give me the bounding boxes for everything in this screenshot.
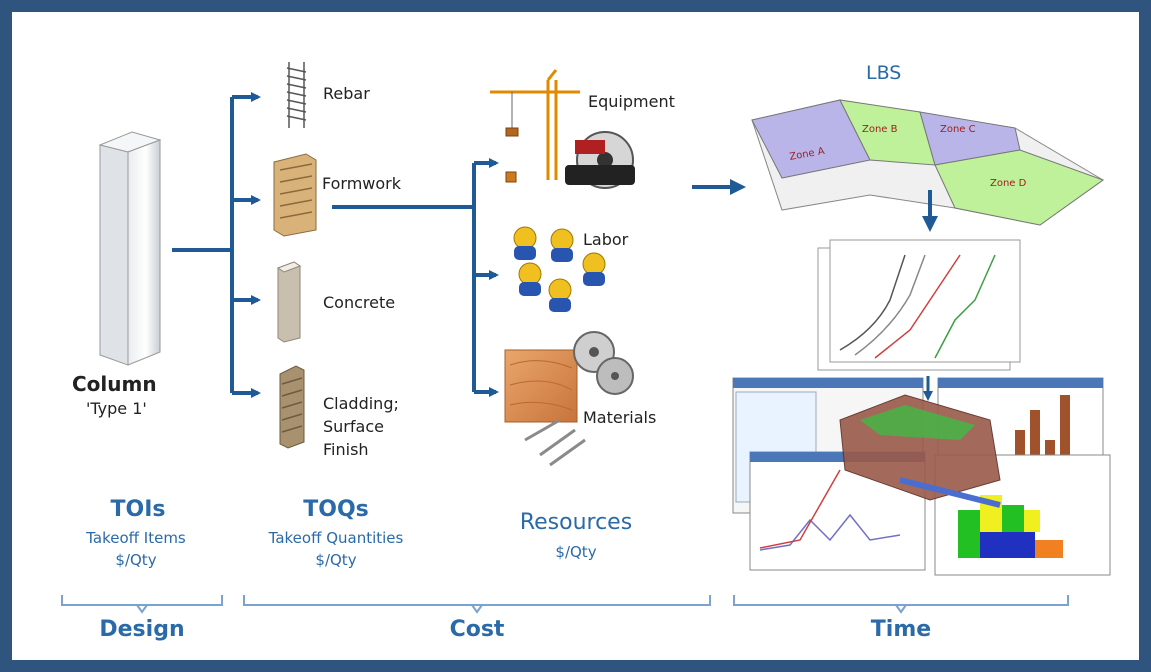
toqs-unit: $/Qty (315, 551, 357, 569)
item-rebar: Rebar (323, 84, 370, 103)
column-to-items-connector (172, 92, 261, 398)
circular-saw-icon (565, 131, 635, 189)
concrete-icon (276, 261, 302, 343)
item-finish: Finish (323, 440, 369, 459)
rebar-icon (286, 62, 307, 128)
formwork-icon (273, 153, 317, 237)
toqs-subtitle: Takeoff Quantities (268, 529, 404, 547)
item-formwork: Formwork (322, 174, 402, 193)
resources-heading: Resources (519, 510, 633, 535)
resource-equipment: Equipment (588, 92, 675, 111)
svg-text:Zone B: Zone B (862, 124, 898, 135)
toqs-heading: TOQs (303, 497, 369, 522)
column-title: Column (72, 372, 157, 396)
item-cladding: Cladding; (323, 394, 399, 413)
phase-cost: Cost (449, 617, 505, 642)
svg-text:Zone C: Zone C (940, 124, 976, 135)
items-to-resources-connector (332, 158, 499, 397)
bottom-brackets (61, 595, 1069, 614)
svg-text:Zone D: Zone D (990, 178, 1027, 189)
crane-icon (490, 69, 580, 183)
flowline-chart-illustration (817, 239, 1021, 371)
phase-design: Design (99, 617, 185, 642)
cladding-icon (279, 365, 305, 449)
column-illustration (98, 131, 162, 366)
phase-time: Time (870, 617, 932, 642)
lbs-label: LBS (866, 62, 902, 84)
tois-heading: TOIs (110, 497, 166, 522)
lbs-floorplan-illustration: Zone A Zone B Zone C Zone D (751, 99, 1105, 226)
labor-workers-icon (513, 226, 606, 312)
tois-subtitle: Takeoff Items (86, 529, 186, 547)
item-surface: Surface (323, 417, 384, 436)
materials-icon (504, 331, 634, 467)
resource-labor: Labor (583, 230, 629, 249)
tois-unit: $/Qty (115, 551, 157, 569)
schedule-screenshots-collage (732, 377, 1111, 576)
resource-materials: Materials (583, 408, 657, 427)
resources-unit: $/Qty (555, 543, 597, 561)
item-concrete: Concrete (323, 293, 396, 312)
column-type: 'Type 1' (86, 399, 147, 418)
